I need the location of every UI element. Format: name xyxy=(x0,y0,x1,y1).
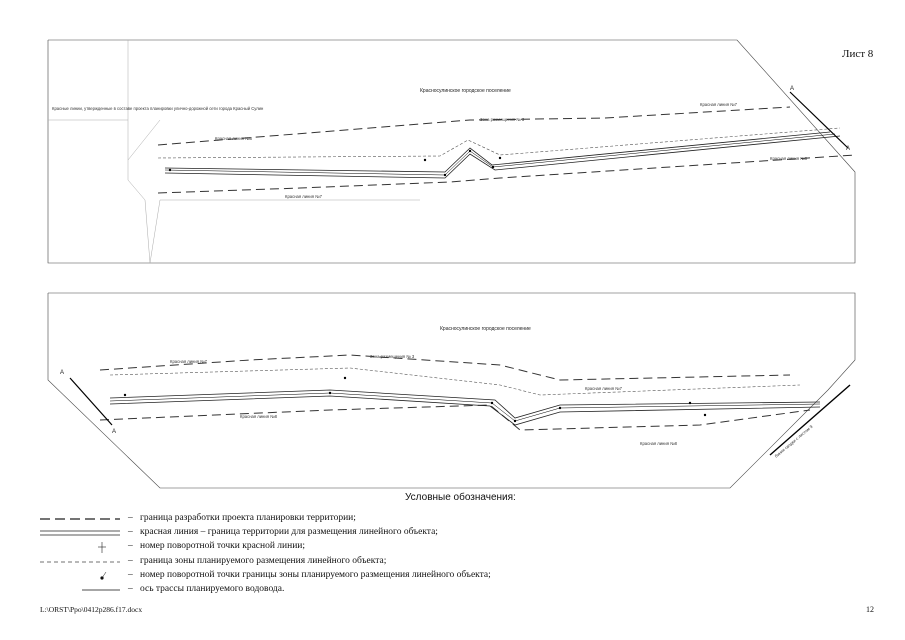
section-mark: А xyxy=(790,86,794,92)
red-line-point-symbol xyxy=(98,542,106,553)
footer-file-path: L:\ORST\Ppo\0412p286.f17.docx xyxy=(40,605,143,614)
legend-text: номер поворотной точки красной линии; xyxy=(140,541,306,551)
axis-symbol xyxy=(82,589,120,591)
planning-boundary-symbol xyxy=(40,518,120,520)
parcel-line xyxy=(127,40,151,264)
top-zone-label: Зона размещения № 3 xyxy=(480,117,525,122)
section-mark: А xyxy=(846,146,850,152)
bottom-area-label: Красносулинское городское поселение xyxy=(440,326,531,332)
map-drawing: Красносулинское городское поселение Зона… xyxy=(47,39,856,489)
red-line xyxy=(164,135,841,179)
red-line xyxy=(109,395,821,426)
section-mark: А xyxy=(60,370,64,376)
map-bottom-frame xyxy=(47,292,856,489)
legend-separator: – xyxy=(128,541,133,551)
section-mark: А xyxy=(112,429,116,435)
section-line xyxy=(69,377,113,426)
top-red-line-label: Красная линия №7 xyxy=(285,194,323,199)
top-red-line-label: Красная линия №7 xyxy=(700,102,738,107)
legend-title: Условные обозначения: xyxy=(405,492,516,503)
top-red-line-label: Красная линия №8 xyxy=(770,156,808,161)
match-line xyxy=(769,384,851,456)
bottom-red-line-label: Красная линия №7 xyxy=(170,359,208,364)
legend-separator: – xyxy=(128,527,133,537)
planning-boundary xyxy=(99,404,811,431)
legend-separator: – xyxy=(128,513,133,523)
section-line xyxy=(789,91,849,149)
map-top-frame xyxy=(47,39,856,264)
match-line-label: Линия сводки с листом 9 xyxy=(773,424,814,459)
planning-boundary xyxy=(157,154,856,194)
top-red-line-label: Красная линия №8 xyxy=(215,136,253,141)
legend-text: красная линия – граница территории для р… xyxy=(140,527,438,537)
zone-boundary xyxy=(157,127,841,159)
sheet-label: Лист 8 xyxy=(842,48,874,60)
map-bottom: Красносулинское городское поселение Зона… xyxy=(47,292,856,489)
legend-separator: – xyxy=(128,556,133,566)
zone-point-symbol xyxy=(100,571,107,580)
parcel-line xyxy=(127,119,161,161)
footer-page-number: 12 xyxy=(866,605,874,614)
legend-separator: – xyxy=(128,584,133,594)
parcel-line xyxy=(149,199,420,264)
pipeline-axis xyxy=(164,133,836,176)
legend-text: ось трассы планируемого водовода. xyxy=(140,584,285,594)
red-line xyxy=(164,131,831,173)
legend-text: номер поворотной точки границы зоны план… xyxy=(140,570,491,580)
map-top: Красносулинское городское поселение Зона… xyxy=(47,39,856,264)
legend-text: граница разработки проекта планировки те… xyxy=(140,513,356,523)
zone-boundary-symbol xyxy=(40,561,120,563)
top-note: Красные линии, утвержденные в составе пр… xyxy=(52,106,264,111)
bottom-red-line-label: Красная линия №8 xyxy=(240,414,278,419)
bottom-red-line-label: Красная линия №7 xyxy=(585,386,623,391)
pipeline-axis xyxy=(109,392,821,422)
zone-boundary xyxy=(109,367,801,396)
red-line-symbol xyxy=(40,530,120,536)
planning-boundary xyxy=(99,354,791,381)
legend-text: граница зоны планируемого размещения лин… xyxy=(140,556,387,566)
bottom-zone-label: Зона размещения № 3 xyxy=(370,354,415,359)
bottom-red-line-label: Красная линия №8 xyxy=(640,441,678,446)
red-line xyxy=(109,389,821,419)
top-area-label: Красносулинское городское поселение xyxy=(420,88,511,94)
legend-separator: – xyxy=(128,570,133,580)
planning-boundary xyxy=(157,106,791,146)
